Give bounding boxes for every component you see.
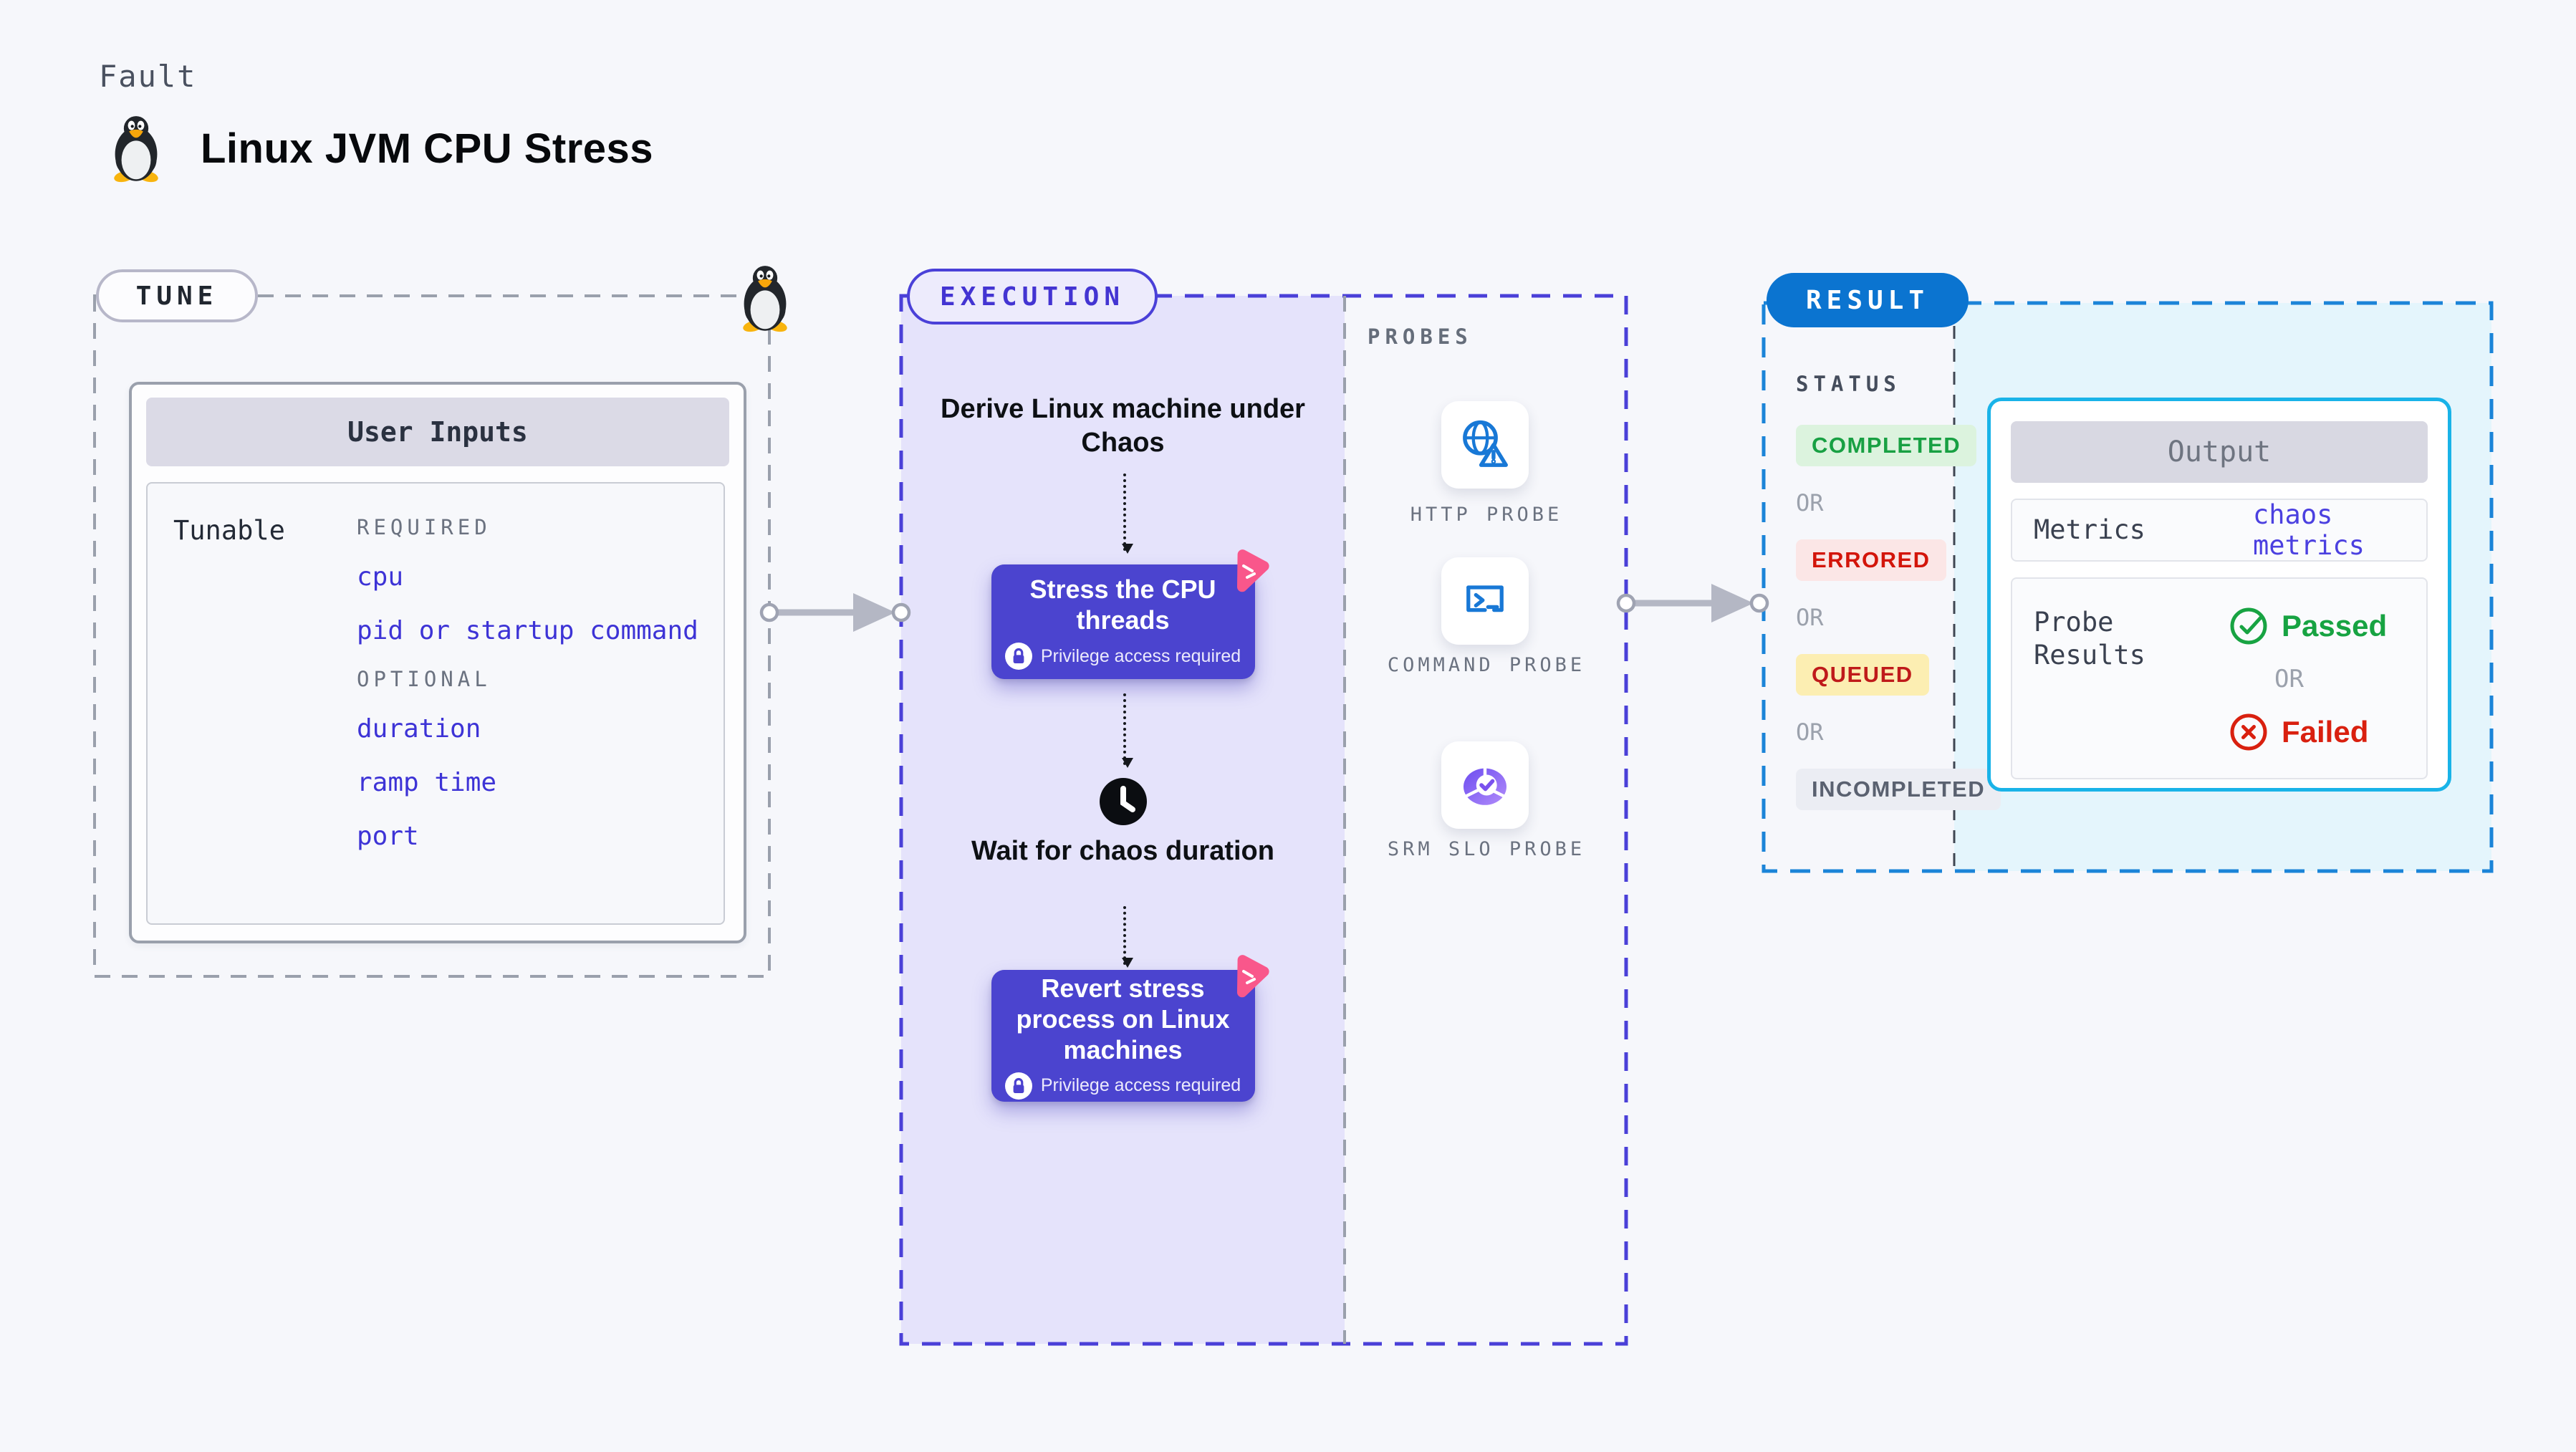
param-link-pid-or-startup-command[interactable]: pid or startup command (357, 616, 698, 645)
derive-step-label: Derive Linux machine under Chaos (941, 394, 1305, 458)
srm-slo-probe-card (1441, 741, 1529, 829)
tunable-params: REQUIRED cpu pid or startup command OPTI… (357, 505, 729, 851)
globe-alert-icon (1463, 420, 1508, 467)
tux-icon (743, 266, 787, 332)
clock-icon (1099, 778, 1147, 825)
param-link-cpu[interactable]: cpu (357, 562, 404, 592)
metrics-row: Metrics chaos metrics (2011, 499, 2428, 562)
privilege-note-text: Privilege access required (1040, 1075, 1241, 1095)
stress-cpu-title: Stress the CPU threads (1029, 574, 1216, 635)
flow-arrow-down-icon (1121, 473, 1133, 554)
srm-slo-probe-label: SRM SLO PROBE (1387, 838, 1586, 860)
failed-verdict: Failed (2229, 712, 2387, 752)
param-link-ramp-time[interactable]: ramp time (357, 768, 497, 797)
optional-section-label: OPTIONAL (357, 667, 491, 691)
or-separator: OR (2274, 665, 2304, 693)
tunable-label: Tunable (173, 515, 285, 546)
stress-cpu-node: Stress the CPU threads Privilege access … (991, 549, 1269, 679)
fault-kicker: Fault (99, 59, 197, 94)
result-pill: RESULT (1767, 273, 1969, 327)
chaos-logo-icon (1236, 955, 1269, 998)
param-link-port[interactable]: port (357, 822, 419, 851)
user-inputs-title: User Inputs (146, 398, 729, 466)
lock-icon (1004, 643, 1032, 670)
or-separator: OR (1796, 604, 1824, 631)
page-title: Linux JVM CPU Stress (201, 125, 654, 172)
slo-donut-icon (1464, 766, 1506, 805)
status-badge-errored: ERRORED (1796, 539, 1946, 581)
privilege-note: Privilege access required (1004, 1072, 1241, 1100)
x-circle-icon (2230, 713, 2267, 751)
chaos-metrics-link[interactable]: chaos metrics (2253, 499, 2365, 561)
probe-results-row: Probe Results Passed OR (2011, 577, 2428, 779)
command-probe-label: COMMAND PROBE (1387, 654, 1586, 676)
http-probe-card (1441, 401, 1529, 489)
wait-step-label: Wait for chaos duration (971, 836, 1274, 866)
status-badge-queued: QUEUED (1796, 654, 1929, 696)
execution-section: EXECUTION Derive Linux machine under Cha… (899, 269, 1628, 1346)
revert-stress-node: Revert stress process on Linux machines … (991, 955, 1269, 1102)
status-badge-completed: COMPLETED (1796, 425, 1977, 466)
tune-pill: TUNE (96, 269, 258, 322)
execution-pill: EXECUTION (907, 269, 1158, 324)
wait-step (1099, 777, 1148, 830)
terminal-icon (1466, 585, 1504, 612)
passed-text: Passed (2282, 609, 2388, 643)
flow-arrow-down-icon (1121, 693, 1133, 768)
output-title: Output (2011, 421, 2428, 483)
check-circle-icon (2230, 607, 2267, 645)
probe-results-label: Probe Results (2034, 607, 2145, 670)
or-separator: OR (1796, 489, 1824, 516)
param-link-duration[interactable]: duration (357, 714, 481, 744)
passed-verdict: Passed (2229, 606, 2387, 646)
probes-title: PROBES (1368, 324, 1473, 349)
http-probe-label: HTTP PROBE (1410, 504, 1563, 526)
privilege-note: Privilege access required (1004, 643, 1241, 670)
execution-flow: Derive Linux machine under Chaos Stress … (901, 296, 1345, 1344)
tux-icon (114, 116, 158, 183)
revert-stress-title: Revert stress process on Linux machines (1016, 973, 1230, 1064)
status-badge-incompleted: INCOMPLETED (1796, 769, 2001, 810)
tune-section: TUNE User Inputs Tunable REQUIRED cpu pi (93, 266, 787, 978)
required-section-label: REQUIRED (357, 515, 491, 539)
status-column: STATUS COMPLETED OR ERRORED OR QUEUED OR… (1796, 372, 2001, 810)
flow-arrow-down-icon (1121, 906, 1133, 968)
privilege-note-text: Privilege access required (1040, 645, 1241, 666)
chaos-logo-icon (1236, 549, 1269, 592)
probes-panel: PROBES HTTP PROBE (1345, 296, 1626, 1344)
lock-icon (1004, 1072, 1032, 1100)
metrics-label: Metrics (2034, 514, 2145, 545)
output-card: Output Metrics chaos metrics Probe Resul… (1987, 398, 2451, 792)
command-probe-card (1441, 557, 1529, 645)
page-header: Linux JVM CPU Stress (106, 113, 653, 183)
user-inputs-card: User Inputs Tunable REQUIRED cpu pid or … (129, 382, 746, 943)
tune-to-execution-arrow (759, 593, 911, 632)
probe-verdicts: Passed OR Failed (2229, 606, 2387, 752)
or-separator: OR (1796, 718, 1824, 746)
status-title: STATUS (1796, 372, 1901, 396)
failed-text: Failed (2282, 715, 2369, 749)
user-inputs-body: Tunable REQUIRED cpu pid or startup comm… (146, 482, 725, 925)
result-section: RESULT STATUS COMPLETED OR ERRORED OR QU… (1762, 273, 2494, 873)
execution-to-result-arrow (1616, 584, 1769, 622)
